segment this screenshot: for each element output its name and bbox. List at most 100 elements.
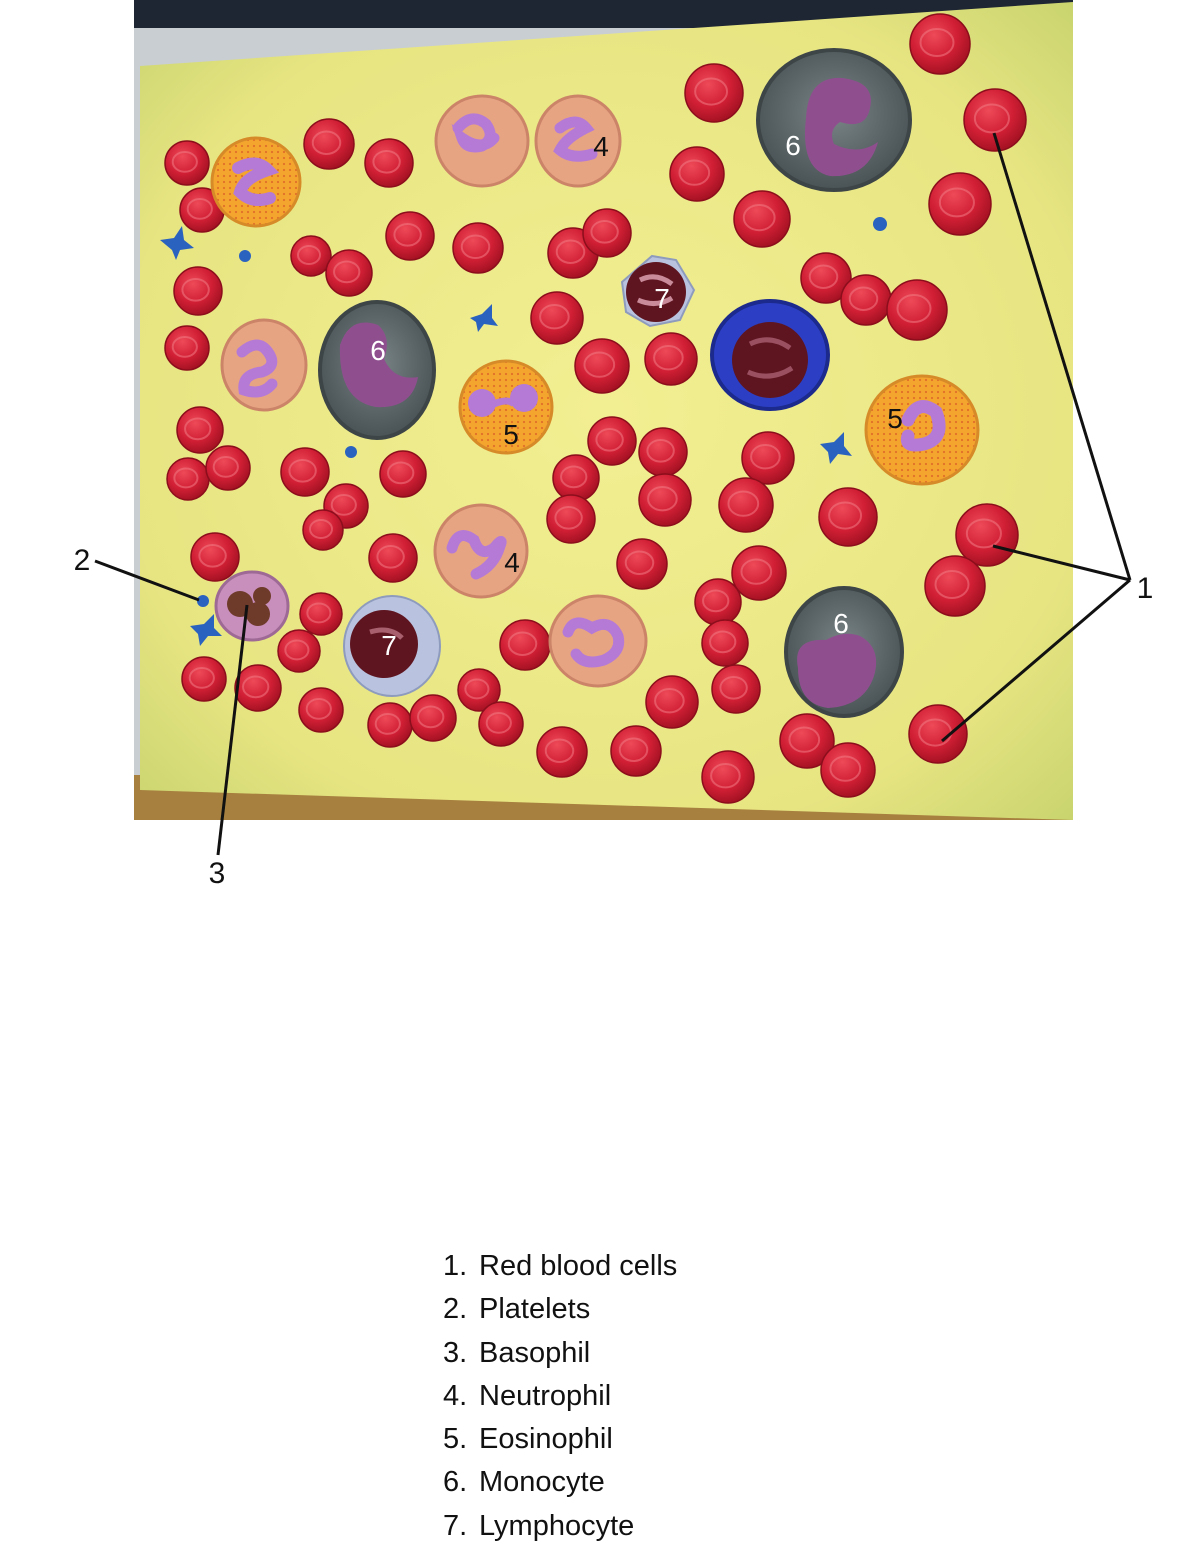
monocyte	[784, 586, 904, 718]
red-blood-cell	[181, 656, 227, 702]
legend-label: Lymphocyte	[479, 1509, 635, 1542]
red-blood-cell	[963, 88, 1027, 152]
lymphocyte	[343, 595, 441, 697]
red-blood-cell	[530, 291, 584, 345]
red-blood-cells	[164, 13, 1027, 804]
red-blood-cell	[499, 619, 551, 671]
red-blood-cell	[364, 138, 414, 188]
legend-item-basophil: 3. Basophil	[443, 1332, 677, 1375]
red-blood-cell	[587, 416, 637, 466]
red-blood-cell	[176, 406, 224, 454]
callout-number: 1	[1137, 572, 1154, 605]
legend-item-eosinophil: 5.Eosinophil	[443, 1418, 677, 1461]
eosinophil	[864, 374, 980, 486]
legend-number: 2.	[443, 1293, 468, 1326]
basophil	[214, 570, 290, 642]
red-blood-cell	[711, 664, 761, 714]
red-blood-cell	[610, 725, 662, 777]
red-blood-cell	[367, 702, 413, 748]
eosinophil	[458, 359, 554, 455]
legend-item-platelets: 2.Platelets	[443, 1288, 677, 1331]
red-blood-cell	[290, 235, 332, 277]
red-blood-cell	[669, 146, 725, 202]
red-blood-cell	[701, 619, 749, 667]
leader-lines	[94, 132, 1132, 856]
red-blood-cell	[928, 172, 992, 236]
neutrophil	[548, 594, 648, 688]
callout-number: 3	[209, 857, 226, 890]
eosinophil	[210, 136, 302, 228]
red-blood-cell	[302, 509, 344, 551]
red-blood-cell	[955, 503, 1019, 567]
cell-type-marker: 7	[654, 283, 670, 314]
legend-item-neutrophil: 4. Neutrophil	[443, 1375, 677, 1418]
red-blood-cell	[701, 750, 755, 804]
legend-number: 4.	[443, 1379, 468, 1412]
red-blood-cell	[924, 555, 986, 617]
red-blood-cell	[299, 592, 343, 636]
neutrophil	[433, 503, 529, 599]
leader-line-3	[216, 604, 249, 856]
neutrophil	[434, 94, 530, 188]
red-blood-cell	[741, 431, 795, 485]
red-blood-cell	[368, 533, 418, 583]
leader-line-2	[94, 559, 200, 602]
red-blood-cell	[908, 704, 968, 764]
red-blood-cell	[166, 457, 210, 501]
red-blood-cell	[325, 249, 373, 297]
cell-type-marker: 4	[593, 131, 609, 162]
legend-label: Eosinophil	[479, 1423, 613, 1456]
legend-number: 6.	[443, 1466, 468, 1499]
red-blood-cell	[694, 578, 742, 626]
red-blood-cell	[552, 454, 600, 502]
red-blood-cell	[385, 211, 435, 261]
legend-number: 7.	[443, 1509, 468, 1542]
red-blood-cell	[645, 675, 699, 729]
red-blood-cell	[173, 266, 223, 316]
legend-label: Neutrophil	[479, 1379, 612, 1412]
legend-item-monocyte: 6.Monocyte	[443, 1461, 677, 1504]
monocyte	[318, 300, 436, 440]
red-blood-cell	[886, 279, 948, 341]
red-blood-cell	[234, 664, 282, 712]
legend-number: 1.	[443, 1250, 468, 1282]
red-blood-cell	[800, 252, 852, 304]
red-blood-cell	[277, 629, 321, 673]
red-blood-cell	[638, 427, 688, 477]
red-blood-cell	[298, 687, 344, 733]
red-blood-cell	[731, 545, 787, 601]
leader-line-1c	[941, 578, 1131, 743]
red-blood-cell	[733, 190, 791, 248]
monocyte	[756, 48, 912, 192]
red-blood-cell	[457, 668, 501, 712]
red-blood-cell	[684, 63, 744, 123]
red-blood-cell	[190, 532, 240, 582]
callout-number: 2	[74, 544, 91, 577]
cell-type-marker: 4	[504, 547, 520, 578]
cell-type-marker: 7	[381, 630, 397, 661]
cell-type-marker: 6	[370, 335, 386, 366]
red-blood-cell	[616, 538, 668, 590]
red-blood-cell	[909, 13, 971, 75]
cell-type-marker: 6	[833, 608, 849, 639]
red-blood-cell	[718, 477, 774, 533]
red-blood-cell	[280, 447, 330, 497]
neutrophil	[534, 94, 622, 188]
red-blood-cell	[164, 325, 210, 371]
red-blood-cell	[164, 140, 210, 186]
red-blood-cell	[536, 726, 588, 778]
leader-line-1a	[992, 132, 1132, 581]
cell-type-marker: 6	[785, 130, 801, 161]
legend-item-red-blood-cells: 1.Red blood cells	[443, 1245, 677, 1288]
neutrophil	[220, 318, 308, 412]
lymphocyte-large	[710, 299, 830, 411]
legend-number: 3.	[443, 1336, 468, 1369]
platelets	[197, 217, 887, 607]
legend-list: 1.Red blood cells 2.Platelets 3. Basophil…	[443, 1245, 677, 1548]
red-blood-cell	[546, 494, 596, 544]
legend-label: Basophil	[479, 1336, 591, 1369]
red-blood-cell	[644, 332, 698, 386]
red-blood-cell	[820, 742, 876, 798]
red-blood-cell	[379, 450, 427, 498]
